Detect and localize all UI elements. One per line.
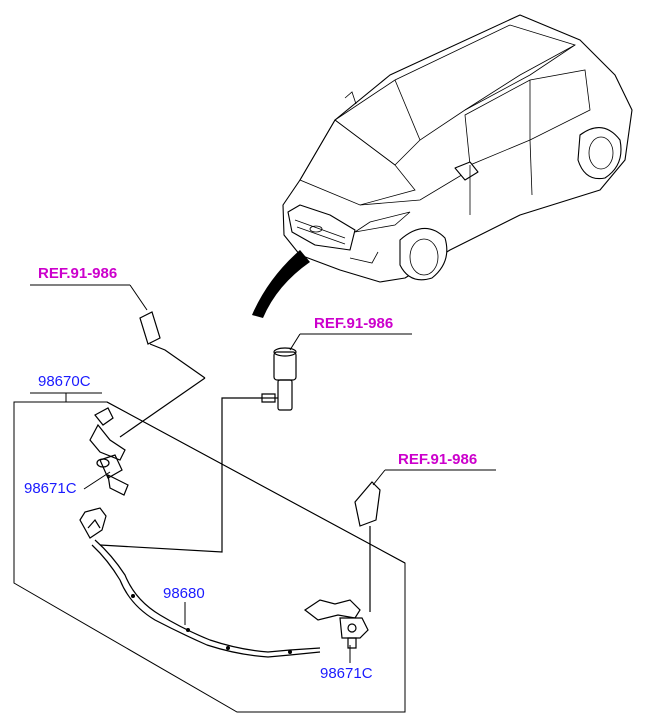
pump-hose <box>99 397 262 553</box>
leader-ref-top-left-pointer <box>129 284 148 311</box>
left-nozzle-part <box>89 407 129 496</box>
assembly-boundary-right <box>106 401 406 564</box>
left-nozzle-cap <box>119 311 206 438</box>
main-hose <box>79 507 321 658</box>
leader-nozzle-left <box>83 471 111 490</box>
ref-label-top-left[interactable]: REF.91-986 <box>38 265 118 282</box>
right-nozzle-cap <box>354 481 381 612</box>
leader-ref-top-middle-pointer <box>289 333 301 351</box>
location-arrow <box>252 250 310 318</box>
right-nozzle-part <box>303 599 369 649</box>
part-number-assembly: 98670C <box>38 373 91 390</box>
part-number-hose: 98680 <box>163 585 205 602</box>
ref-label-right[interactable]: REF.91-986 <box>398 451 478 468</box>
part-number-nozzle-right: 98671C <box>320 665 373 682</box>
leader-ref-right-pointer <box>372 469 386 486</box>
part-number-nozzle-left: 98671C <box>24 480 77 497</box>
washer-pump <box>261 347 297 411</box>
car-illustration <box>282 14 633 283</box>
ref-label-top-middle[interactable]: REF.91-986 <box>314 315 394 332</box>
